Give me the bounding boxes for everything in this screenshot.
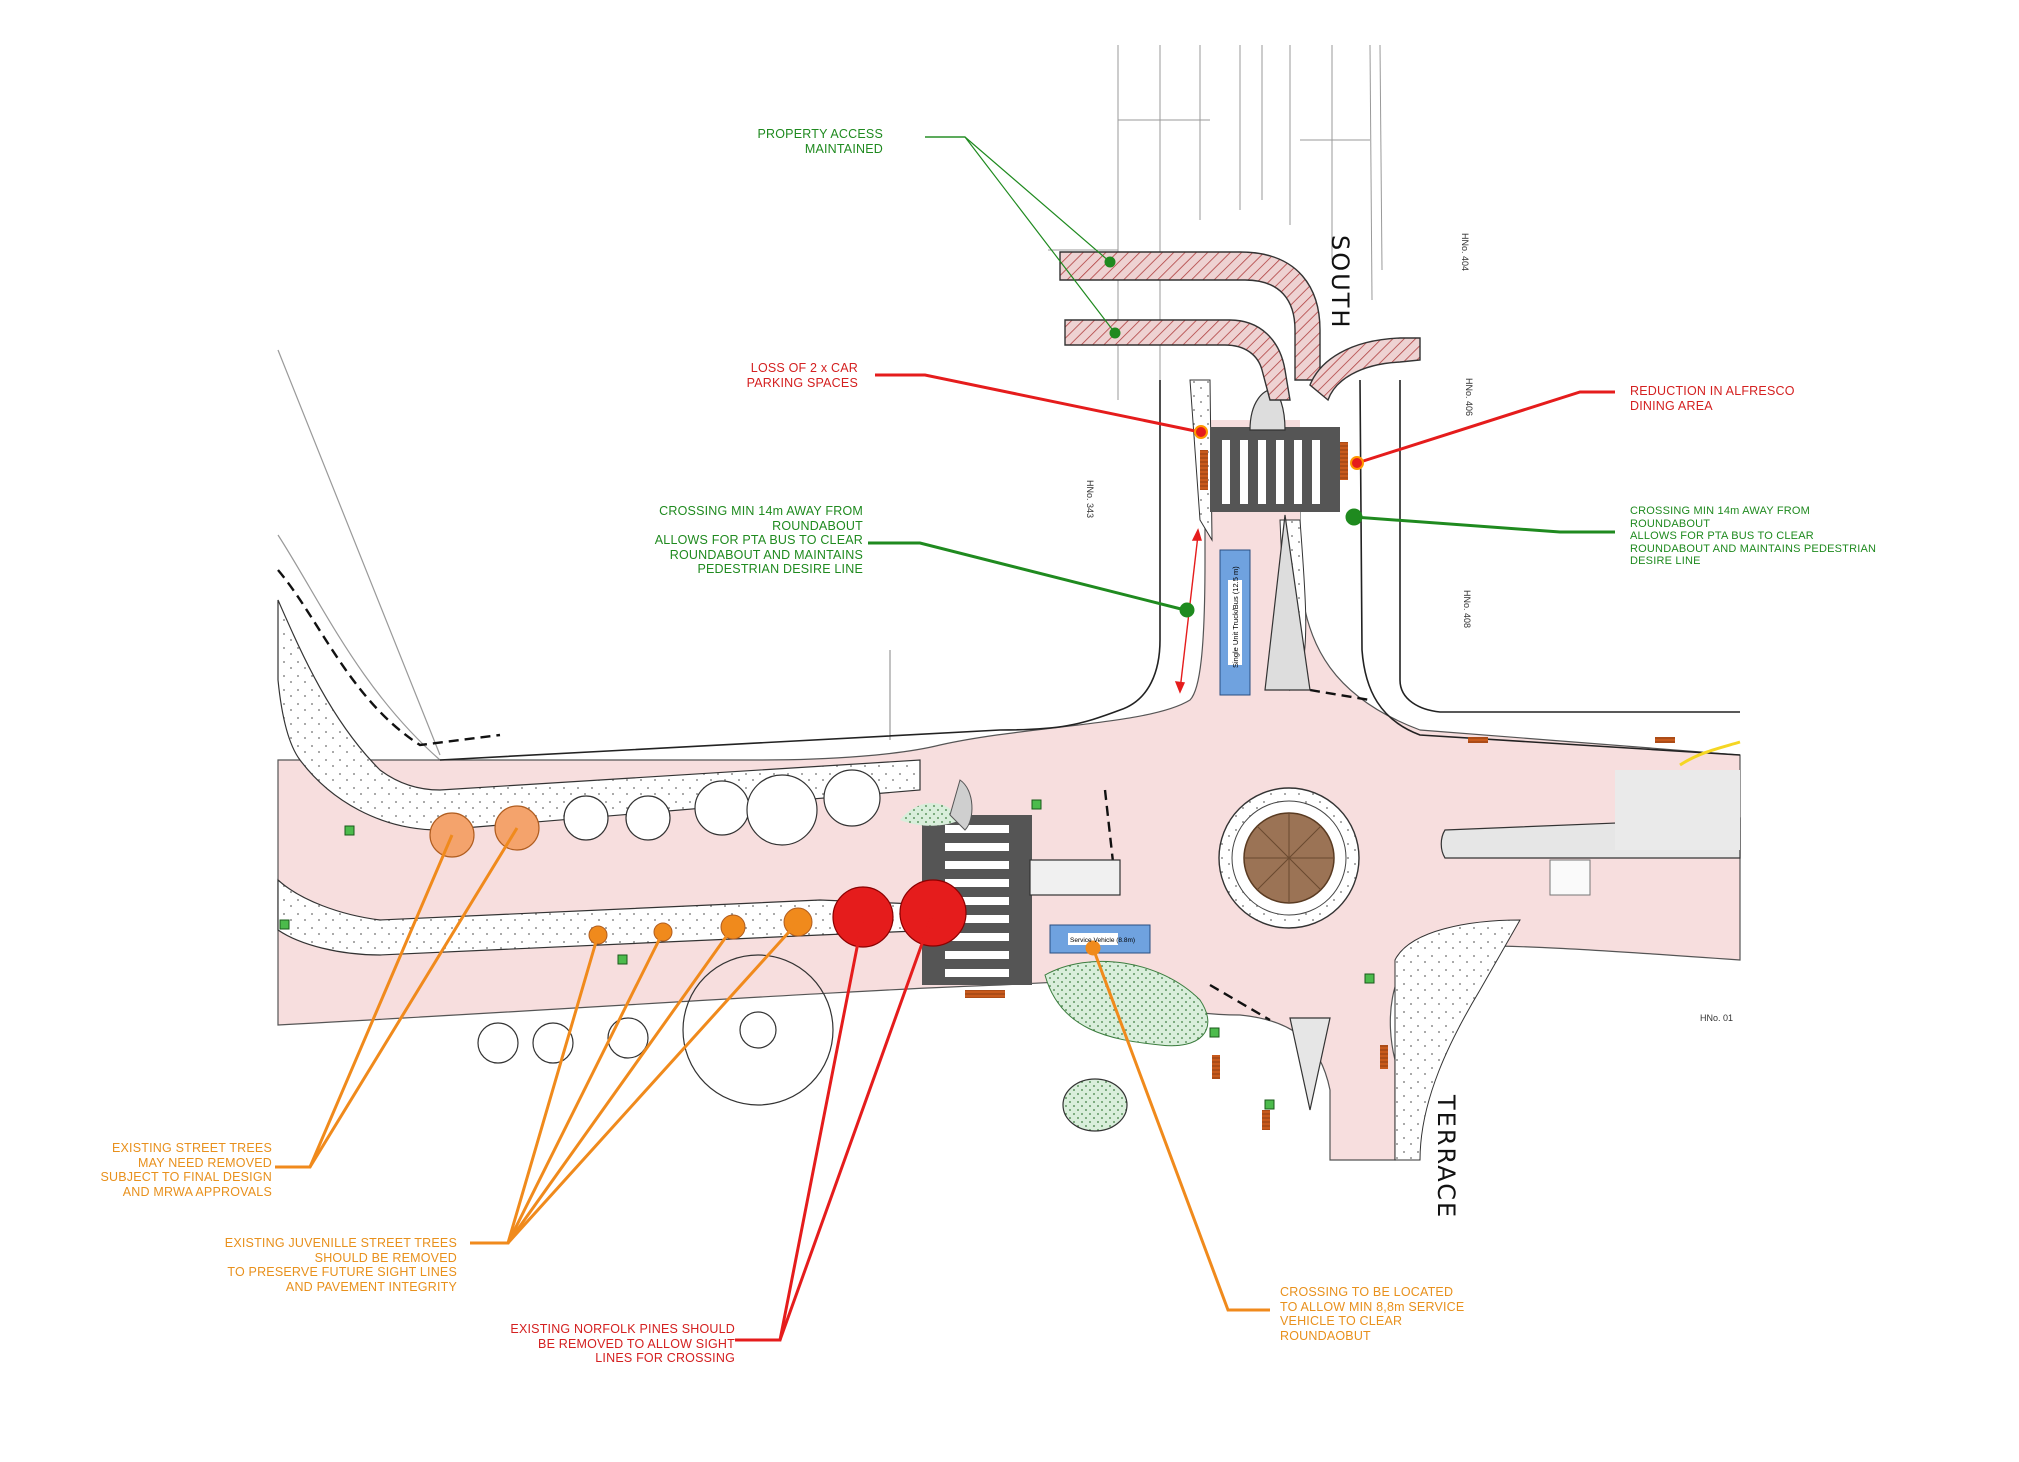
left-property-lines: [277, 349, 891, 761]
note-crossing-left: CROSSING MIN 14m AWAY FROM ROUNDABOUT AL…: [654, 504, 863, 576]
green-markers: [279, 799, 1375, 1110]
note-loss-parking: LOSS OF 2 x CAR PARKING SPACES: [746, 361, 858, 390]
dashed-kerbs: [277, 569, 1371, 1022]
existing-trees-retained: [477, 769, 881, 1106]
note-street-trees: EXISTING STREET TREES MAY NEED REMOVED S…: [100, 1141, 272, 1199]
building-lines: [439, 379, 1741, 761]
house-number-406: HNo. 406: [1464, 378, 1474, 417]
note-alfresco: REDUCTION IN ALFRESCO DINING AREA: [1630, 384, 1795, 413]
leader-lines-green: [868, 136, 1615, 618]
house-number-404: HNo. 404: [1460, 233, 1470, 272]
service-vehicle-label: Service Vehicle (8.8m): [1070, 937, 1135, 944]
house-number-343: HNo. 343: [1085, 480, 1095, 519]
note-crossing-right: CROSSING MIN 14m AWAY FROM ROUNDABOUT AL…: [1630, 505, 1877, 567]
leader-lines-red: [735, 373, 1615, 1342]
note-service-vehicle: CROSSING TO BE LOCATED TO ALLOW MIN 8,8m…: [1280, 1285, 1465, 1343]
truck-bus-label: Single Unit Truck/Bus (12.5 m): [1231, 566, 1240, 668]
right-pavement: [1549, 740, 1741, 896]
house-number-01: HNo. 01: [1700, 1013, 1734, 1023]
note-property-access: PROPERTY ACCESS MAINTAINED: [757, 127, 883, 156]
landscape-areas: [900, 779, 1209, 1132]
house-number-408: HNo. 408: [1462, 590, 1472, 629]
property-access-strips: [1059, 251, 1421, 402]
roundabout: [1218, 787, 1360, 929]
leader-lines-orange: [275, 827, 1270, 1312]
north-crossing: [1210, 389, 1340, 691]
street-name-terrace: TERRACE: [1432, 1095, 1460, 1220]
north-property-lines: [1048, 44, 1383, 400]
street-name-south: SOUTH: [1326, 235, 1354, 330]
note-juvenile-trees: EXISTING JUVENILLE STREET TREES SHOULD B…: [224, 1236, 457, 1294]
note-norfolk-pines: EXISTING NORFOLK PINES SHOULD BE REMOVED…: [510, 1322, 735, 1365]
